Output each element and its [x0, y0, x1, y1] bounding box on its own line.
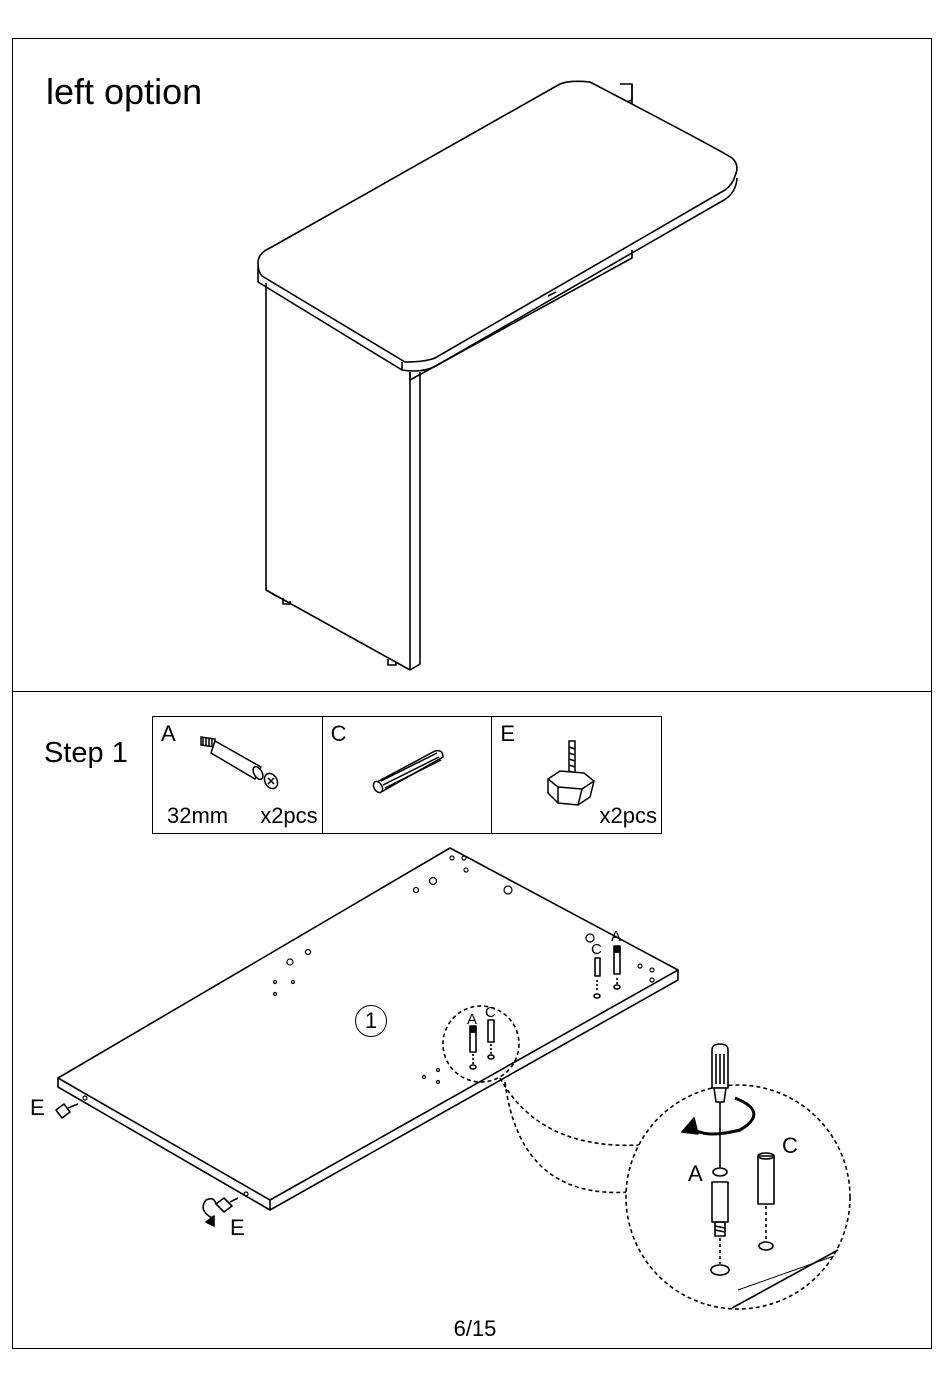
callout-e-left: E: [30, 1095, 45, 1120]
part-size: 32mm: [167, 803, 229, 828]
parts-table: A 32mm x2pcs C E: [152, 716, 662, 834]
part-a-cell: A 32mm x2pcs: [153, 717, 323, 833]
section-divider: [12, 691, 932, 692]
page-title: left option: [46, 71, 203, 112]
part-letter: E: [500, 721, 516, 746]
part-qty: x2pcs: [260, 803, 318, 828]
panel-number-badge: 1: [355, 1005, 387, 1037]
part-letter: A: [161, 721, 176, 746]
part-e-cell: E x2pcs: [492, 717, 661, 833]
callout-a-zoom: A: [688, 1161, 703, 1186]
step-label: Step 1: [44, 737, 128, 769]
callout-a-small: A: [467, 1011, 478, 1028]
part-qty: x2pcs: [599, 803, 658, 828]
part-letter: C: [330, 721, 347, 746]
page-frame: [12, 38, 932, 1349]
callout-c-top: C: [591, 941, 602, 958]
leveling-foot-icon: [547, 740, 596, 806]
cam-bolt-icon: [200, 736, 279, 790]
callout-c-small: C: [485, 1004, 496, 1021]
callout-a-top: A: [611, 928, 622, 945]
wooden-dowel-icon: [372, 749, 444, 794]
callout-c-zoom: C: [782, 1133, 798, 1158]
callout-e-bottom: E: [230, 1215, 245, 1240]
page-number: 6/15: [453, 1316, 497, 1341]
part-c-cell: C: [323, 717, 493, 833]
